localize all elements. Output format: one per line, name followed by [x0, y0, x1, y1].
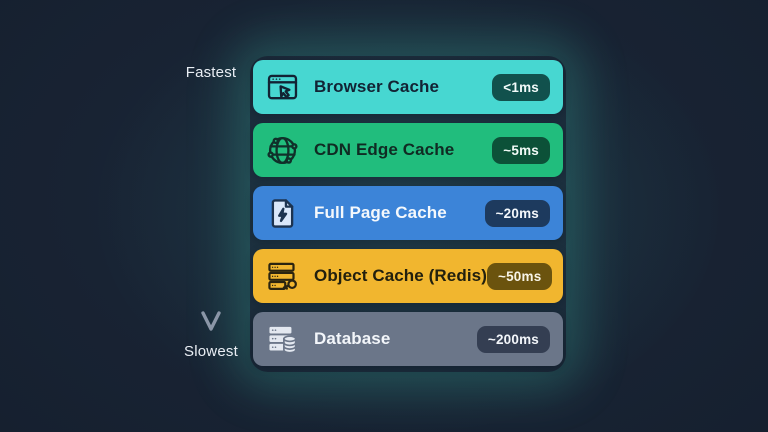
server-database-icon [266, 323, 299, 356]
latency-badge: ~5ms [492, 136, 550, 164]
latency-badge: ~20ms [484, 199, 550, 227]
layer-row-object-cache-redis: Object Cache (Redis) ~50ms [253, 249, 563, 303]
cache-layer-stack: Browser Cache <1ms CDN Edge Cache ~5ms [253, 60, 563, 366]
speed-scale: Fastest Slowest [168, 60, 254, 360]
fastest-label: Fastest [185, 64, 237, 81]
layer-name: CDN Edge Cache [314, 140, 455, 159]
browser-window-cursor-icon [266, 71, 299, 104]
layer-row-browser-cache: Browser Cache <1ms [253, 60, 563, 114]
layer-name: Browser Cache [314, 77, 440, 96]
layer-row-cdn-edge-cache: CDN Edge Cache ~5ms [253, 123, 563, 177]
fastest-to-slowest-arrow-icon [201, 87, 221, 331]
layer-row-database: Database ~200ms [253, 312, 563, 366]
latency-badge: ~50ms [487, 262, 553, 290]
layer-name: Object Cache (Redis) [314, 266, 487, 285]
page-lightning-icon [266, 197, 299, 230]
globe-network-icon [266, 134, 299, 167]
layer-name: Full Page Cache [314, 203, 447, 222]
layer-name: Database [314, 329, 391, 348]
layer-row-full-page-cache: Full Page Cache ~20ms [253, 186, 563, 240]
slowest-label: Slowest [184, 343, 238, 360]
latency-badge: <1ms [492, 73, 550, 101]
server-key-icon [266, 260, 299, 293]
latency-badge: ~200ms [476, 325, 550, 353]
